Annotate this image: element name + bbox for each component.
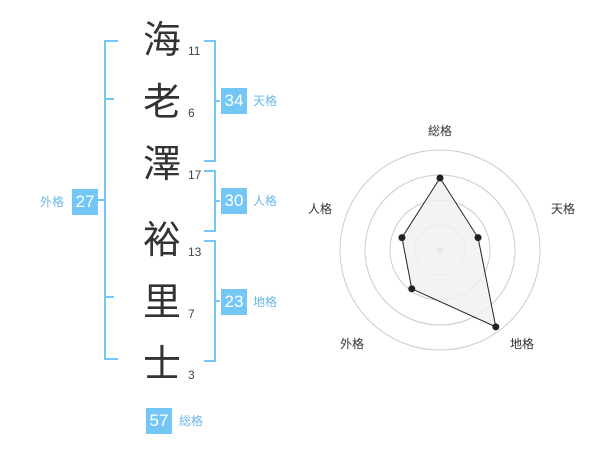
gaikaku-label: 外格 [40,195,65,209]
gaikaku-bracket-tick [98,199,106,201]
radar-series-polygon [401,177,497,328]
tenkaku-bracket-tick [214,100,220,102]
stroke-count-4: 13 [188,245,202,259]
radar-point-4 [408,285,416,293]
stroke-count-3: 17 [188,168,202,182]
radar-axis-label-chikaku: 地格 [510,337,535,351]
stroke-count-5: 7 [188,307,195,321]
jinkaku-label: 人格 [253,194,278,208]
name-char-4: 裕 [142,218,181,262]
tenkaku-value: 34 [221,88,247,114]
chikaku-label: 地格 [253,295,278,309]
stroke-count-1: 11 [188,44,201,58]
soukaku-label: 総格 [179,414,204,428]
radar-axis-label-soukaku: 総格 [428,124,453,138]
radar-axis-label-gaikaku: 外格 [340,337,365,351]
bracket-divider-1 [106,98,114,100]
tenkaku-label: 天格 [253,94,278,108]
chikaku-value: 23 [221,289,247,315]
jinkaku-value: 30 [221,188,247,214]
bracket-divider-2 [106,296,114,298]
name-char-2: 老 [142,80,181,124]
name-char-1: 海 [142,18,181,62]
gaikaku-value: 27 [72,189,98,215]
name-char-5: 里 [142,280,181,324]
radar-point-3 [492,323,500,331]
radar-point-5 [398,234,406,242]
name-char-6: 士 [142,342,181,386]
radar-point-2 [474,234,482,242]
radar-axis-label-jinkaku: 人格 [308,202,333,216]
radar-point-1 [436,174,444,182]
stroke-count-2: 6 [188,106,195,120]
jinkaku-bracket-tick [214,200,220,202]
radar-axis-label-tenkaku: 天格 [551,202,576,216]
soukaku-value: 57 [146,408,172,434]
stroke-count-6: 3 [188,368,195,382]
radar-ring [339,149,541,351]
name-char-3: 澤 [142,142,181,186]
chikaku-bracket-tick [214,300,220,302]
